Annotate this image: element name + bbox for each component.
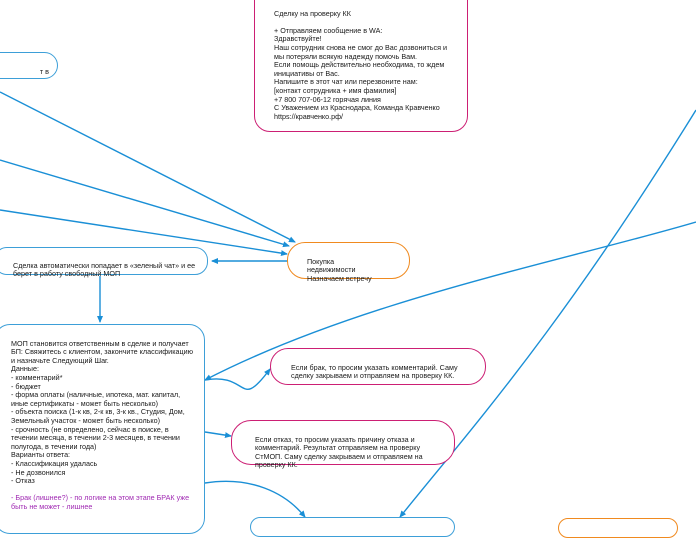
purchase-node[interactable]: Покупка недвижимости Назначаем встречу	[287, 242, 410, 283]
edge-left-to-purchase-1	[0, 91, 296, 243]
auto-green-chat-node[interactable]: Сделка автоматически попадает в «зеленый…	[0, 247, 208, 278]
brak-comment-text: Если брак, то просим указать комментарий…	[291, 362, 458, 381]
auto-green-chat-text: Сделка автоматически попадает в «зеленый…	[13, 260, 196, 279]
mop-instructions-node[interactable]: МОП становится ответственным в сделке и …	[0, 324, 205, 534]
mop-highlight-text: - Брак (лишнее?) - по логике на этом эта…	[11, 493, 190, 511]
edge-left-to-purchase-2	[0, 159, 290, 248]
left-partial-node[interactable]: т в	[0, 52, 58, 79]
bottom-orange-node-partial[interactable]	[558, 518, 678, 538]
connector-lines	[0, 91, 696, 518]
edge-right-to-bottom	[399, 109, 696, 518]
purchase-text: Покупка недвижимости Назначаем встречу	[307, 256, 372, 283]
bottom-blue-node-partial[interactable]	[250, 517, 455, 537]
brak-comment-node[interactable]: Если брак, то просим указать комментарий…	[270, 348, 486, 385]
mop-instructions-text: МОП становится ответственным в сделке и …	[11, 338, 194, 486]
left-partial-text: т в	[39, 66, 49, 76]
refusal-reason-node[interactable]: Если отказ, то просим указать причину от…	[231, 420, 455, 469]
edge-mop-to-brak	[204, 368, 271, 390]
top-message-node[interactable]: Сделку на проверку КК + Отправляем сообщ…	[254, 0, 468, 132]
top-message-text: Сделку на проверку КК + Отправляем сообщ…	[274, 8, 447, 121]
edge-mop-to-bottom	[204, 480, 306, 518]
refusal-reason-text: Если отказ, то просим указать причину от…	[255, 434, 423, 470]
edge-right-to-mop	[204, 221, 696, 381]
edge-left-to-purchase-3	[0, 209, 288, 257]
edge-mop-to-refusal	[204, 431, 232, 439]
